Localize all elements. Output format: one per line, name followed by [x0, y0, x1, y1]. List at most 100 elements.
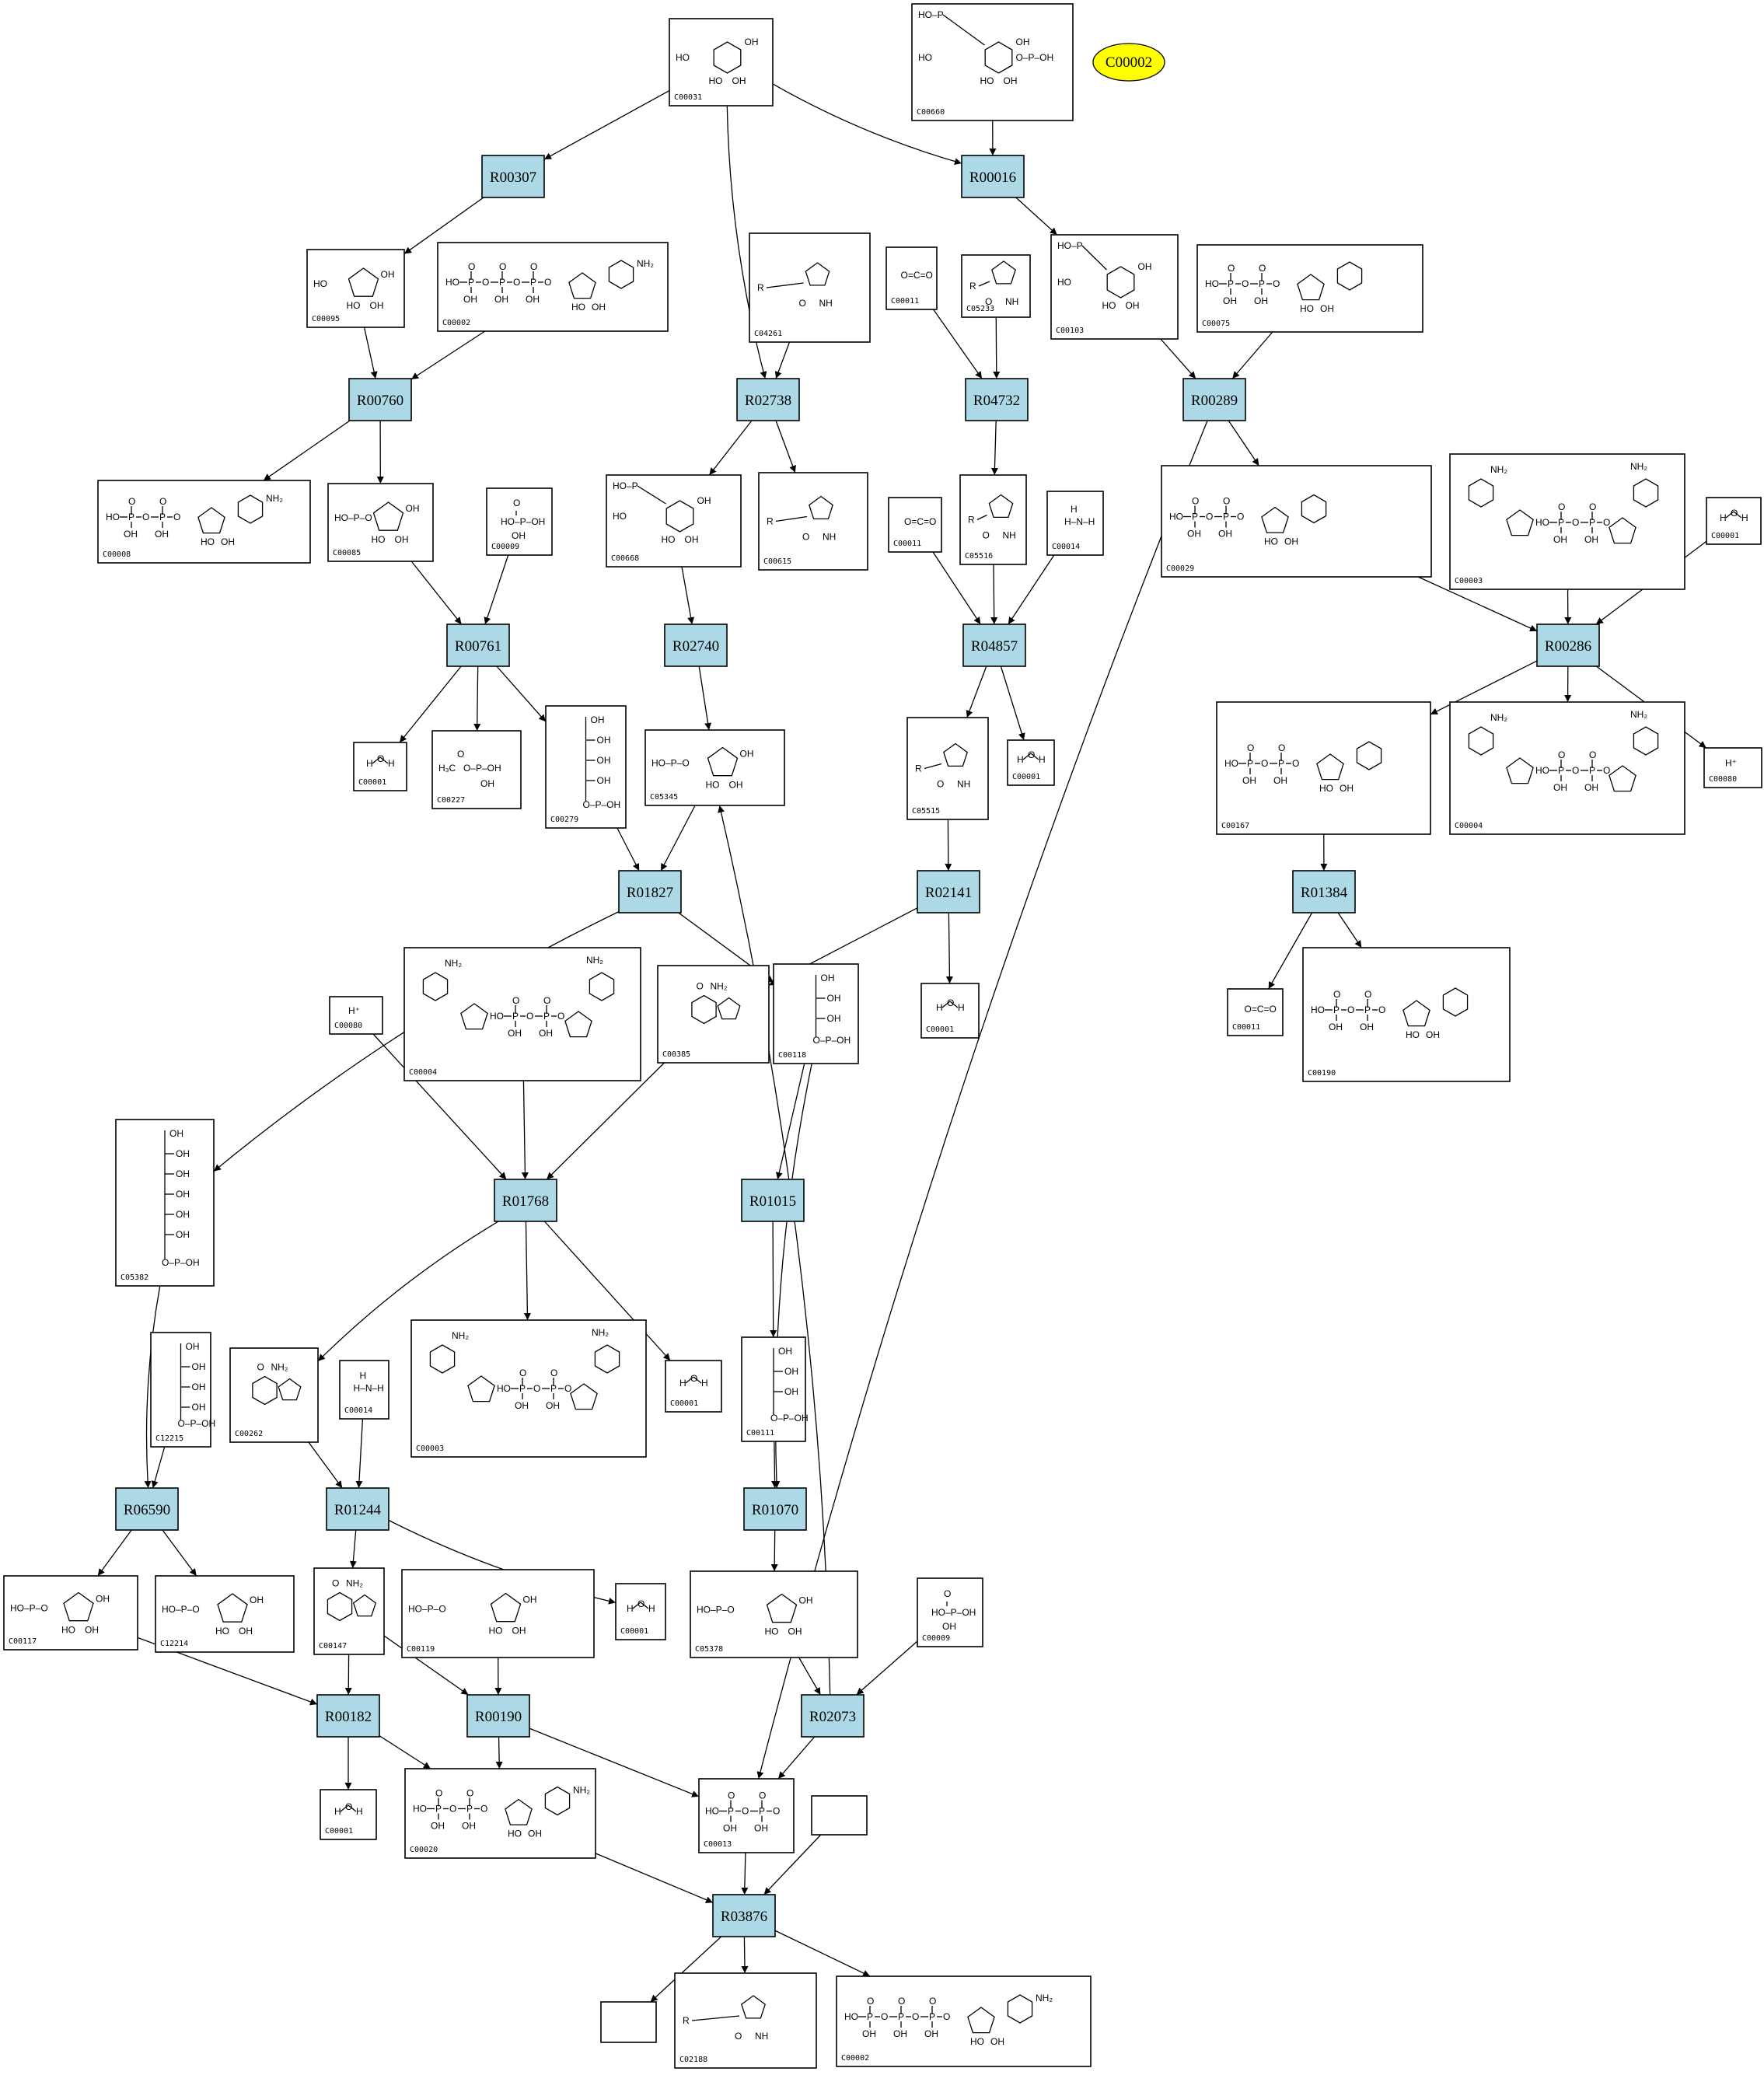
atom-label: H — [627, 1603, 634, 1614]
reaction-node[interactable]: R01244 — [326, 1487, 389, 1531]
reaction-node[interactable]: R00761 — [446, 624, 510, 667]
reaction-edge — [1000, 665, 1025, 741]
reaction-node[interactable]: R00286 — [1536, 624, 1600, 667]
reaction-node[interactable]: R02738 — [736, 378, 800, 421]
compound-node[interactable] — [600, 2001, 657, 2043]
reaction-edge — [403, 197, 484, 255]
reaction-node[interactable]: R01384 — [1292, 870, 1356, 913]
reaction-node[interactable]: R01070 — [743, 1487, 807, 1531]
reaction-node[interactable]: R02141 — [917, 870, 980, 913]
reaction-node[interactable]: R00016 — [961, 155, 1025, 198]
reaction-node[interactable]: R00190 — [466, 1694, 530, 1738]
reaction-node[interactable]: R03876 — [712, 1894, 776, 1937]
reaction-node[interactable]: R06590 — [115, 1487, 179, 1531]
reaction-node[interactable]: R01768 — [494, 1179, 557, 1222]
reaction-node[interactable]: R00182 — [316, 1694, 380, 1738]
reaction-edge — [151, 1446, 166, 1489]
reaction-edge — [698, 665, 712, 731]
highlight-compound[interactable]: C00002 — [1092, 43, 1165, 82]
atom-label: OH — [1426, 1029, 1440, 1040]
compound-label: C00013 — [704, 1840, 732, 1849]
atom-label: O — [1242, 278, 1249, 289]
reaction-node[interactable]: R00760 — [348, 378, 412, 421]
atom-label: HO — [706, 780, 720, 791]
atom-label: P — [1558, 517, 1564, 528]
atom-label: HO–P–O — [697, 1605, 735, 1616]
compound-node[interactable]: H⁺C00080 — [1703, 747, 1762, 788]
atom-label: O — [867, 1996, 874, 2007]
atom-label: OH — [1320, 303, 1334, 314]
compound-node[interactable]: H⁺C00080 — [329, 996, 383, 1035]
reaction-node[interactable]: R01015 — [741, 1179, 805, 1222]
compound-box — [811, 1795, 868, 1836]
reaction-node[interactable]: R00289 — [1182, 378, 1246, 421]
compound-box — [1161, 465, 1432, 578]
reaction-node[interactable]: R02740 — [664, 624, 728, 667]
atom-label: O — [759, 1790, 766, 1801]
reaction-box — [446, 624, 510, 667]
reaction-node[interactable]: R04732 — [965, 378, 1029, 421]
compound-node[interactable] — [811, 1795, 868, 1836]
reaction-node[interactable]: R02073 — [801, 1694, 865, 1738]
reaction-node[interactable]: R04857 — [962, 624, 1026, 667]
reaction-node[interactable]: R01827 — [618, 870, 682, 913]
reaction-node[interactable]: R00307 — [481, 155, 545, 198]
reaction-edge — [349, 1529, 357, 1569]
atom-label: OH — [539, 1028, 553, 1039]
